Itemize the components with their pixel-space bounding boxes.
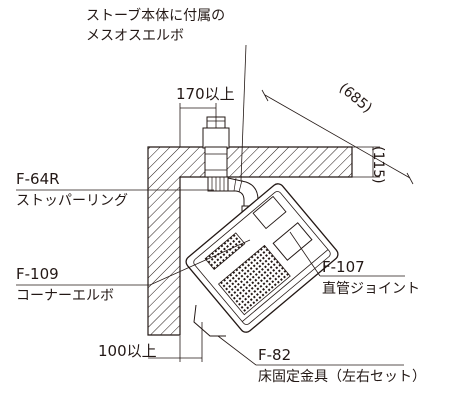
dim-left-clearance: 100以上 <box>98 342 157 360</box>
f64r-code: F-64R <box>16 170 60 188</box>
f107-name: 直管ジョイント <box>322 281 420 297</box>
floor-bracket <box>193 304 226 337</box>
dimension-lines <box>148 89 414 362</box>
stove-body <box>185 183 339 333</box>
elbow-callout-line1: ストーブ本体に付属の <box>86 8 226 24</box>
elbow-assembly <box>207 176 259 211</box>
elbow-callout-line2: メスオスエルボ <box>86 28 184 44</box>
f109-name: コーナーエルボ <box>16 288 114 304</box>
dim-height: (115) <box>370 146 386 184</box>
dim-top-clearance: 170以上 <box>176 85 235 103</box>
leader-lines <box>16 44 405 366</box>
f82-code: F-82 <box>258 346 292 364</box>
f107-code: F-107 <box>322 258 365 276</box>
f109-code: F-109 <box>16 265 59 283</box>
f64r-name: ストッパーリング <box>16 193 128 209</box>
f82-name: 床固定金具（左右セット） <box>258 369 426 385</box>
